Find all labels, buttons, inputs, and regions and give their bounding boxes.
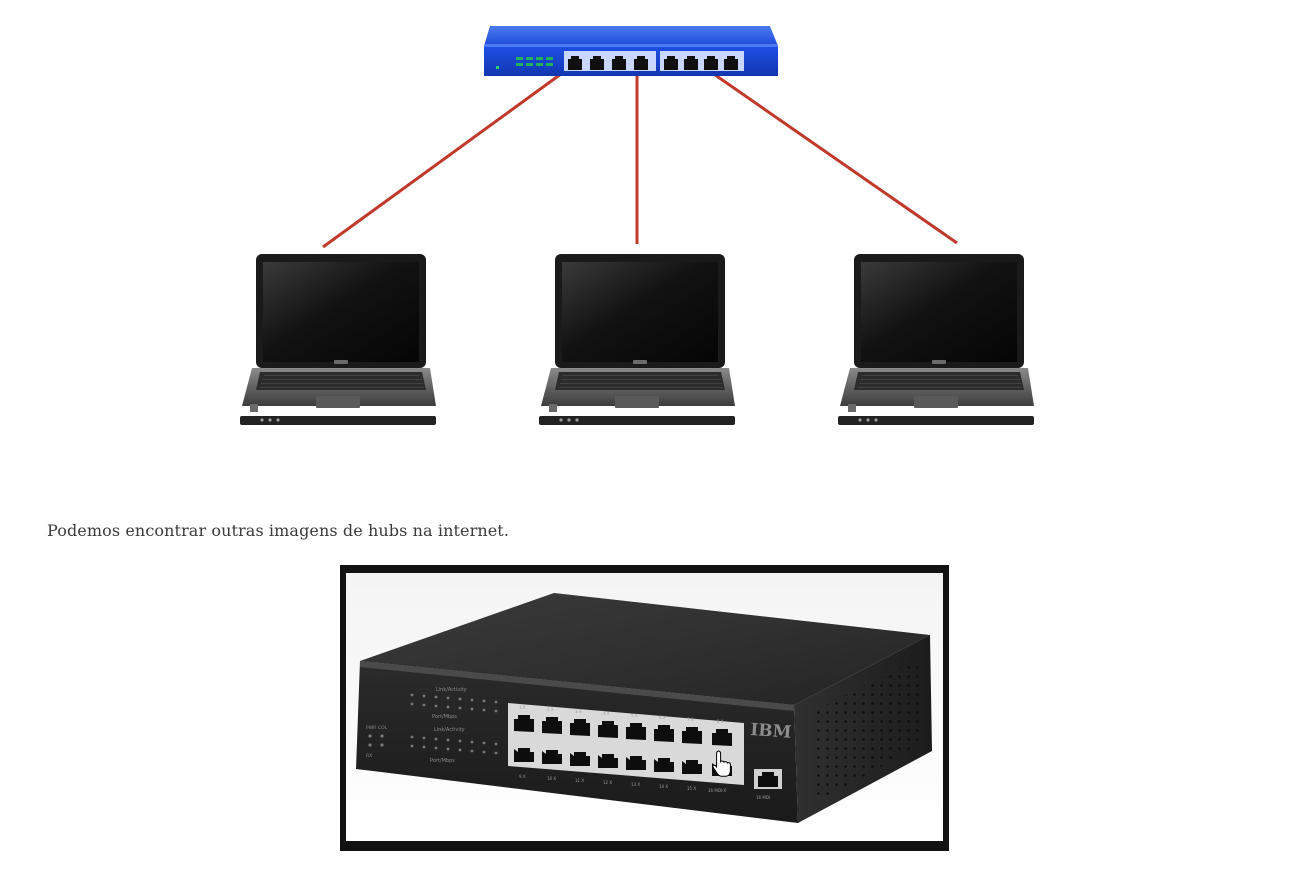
led-label-last: Port/Mbps [430,758,455,764]
rx-label: RX [366,753,372,759]
network-diagram [240,26,1034,425]
port-label-12: 12 X [603,780,612,785]
cable-left [322,64,573,249]
caption-text: Podemos encontrar outras imagens de hubs… [47,521,510,540]
led-label-mid: Port/Mbps [432,714,457,720]
uplink-label: 16 MDI [756,795,770,800]
ibm-switch-photo: Link/Activity Link/Activity Port/Mbps Po… [346,573,943,841]
port-label-16: 16 MDI-X [708,788,726,793]
hub-device [484,26,778,76]
laptop-left [240,254,436,425]
hub-photo-frame: Link/Activity Link/Activity Port/Mbps Po… [340,565,949,851]
cable-right [707,68,958,245]
port-label-7: 7 X [687,717,694,722]
port-label-11: 11 X [575,778,584,783]
led-label-top: Link/Activity [436,687,467,693]
port-label-1: 1 X [519,705,526,710]
col-label: COL [378,725,388,731]
pwr-label: PWR [366,725,376,731]
port-label-6: 6 X [659,715,666,720]
port-label-13: 13 X [631,782,640,787]
port-label-15: 15 X [687,786,696,791]
ibm-logo-text: IBM [750,720,793,743]
laptop-center [539,254,735,425]
hub-ports-left [564,51,656,71]
hub-leds [496,57,553,69]
led-label-bottom: Link/Activity [434,727,465,733]
port-label-2: 2 X [547,707,554,712]
port-label-3: 3 X [575,709,582,714]
port-label-8: 8 X [717,719,724,724]
uplink-port: 16 MDI [754,769,782,800]
hand-cursor-icon [712,750,731,777]
led-panel: Link/Activity Link/Activity Port/Mbps Po… [366,687,498,764]
hub-ports-right [660,51,744,71]
network-cables [322,64,958,249]
port-label-9: 9 X [519,774,526,779]
switch-top-surface [360,593,930,705]
port-label-5: 5 X [631,713,638,718]
laptop-right [838,254,1034,425]
port-label-10: 10 X [547,776,556,781]
port-label-14: 14 X [659,784,668,789]
switch-port-bank: 1 X 2 X 3 X 4 X 5 X 6 X 7 X 8 X 9 X 10 X… [508,703,744,793]
port-label-4: 4 X [603,711,610,716]
